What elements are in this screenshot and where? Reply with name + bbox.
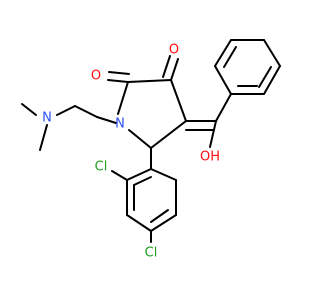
molecule-structure: O O N N OH Cl Cl bbox=[21, 39, 281, 261]
bond bbox=[128, 129, 152, 149]
bond bbox=[209, 120, 217, 148]
bond bbox=[263, 39, 281, 67]
chlorine-label-ortho: Cl bbox=[95, 160, 108, 175]
bond bbox=[170, 79, 187, 122]
bond bbox=[107, 79, 129, 83]
bond bbox=[127, 79, 172, 83]
nitrogen-label-ring: N bbox=[115, 117, 125, 132]
atom-labels: O O N N OH Cl Cl bbox=[42, 43, 220, 261]
bond bbox=[74, 105, 98, 118]
bond bbox=[150, 168, 177, 181]
bond bbox=[117, 81, 129, 115]
bond bbox=[214, 39, 232, 67]
bond bbox=[126, 214, 152, 232]
bond-layer bbox=[21, 39, 281, 243]
bond bbox=[223, 46, 237, 68]
bond bbox=[96, 116, 117, 124]
bond bbox=[150, 214, 177, 232]
bond bbox=[215, 93, 232, 122]
bond bbox=[133, 176, 152, 186]
oxygen-label-left: O bbox=[91, 69, 101, 84]
bond bbox=[111, 170, 128, 181]
bond bbox=[150, 209, 169, 223]
bond bbox=[108, 71, 130, 75]
bond bbox=[126, 168, 152, 181]
hydroxyl-label: OH bbox=[200, 150, 220, 165]
bond bbox=[263, 65, 281, 95]
bond bbox=[21, 103, 37, 116]
bond bbox=[150, 120, 187, 149]
chlorine-label-para: Cl bbox=[145, 246, 158, 261]
bond bbox=[162, 55, 171, 78]
bond bbox=[214, 65, 232, 95]
oxygen-label-right: O bbox=[169, 43, 179, 58]
bond bbox=[258, 66, 272, 88]
bond bbox=[170, 58, 179, 81]
bond bbox=[56, 105, 76, 116]
bond bbox=[39, 124, 48, 151]
nitrogen-label-amine: N bbox=[42, 111, 52, 126]
